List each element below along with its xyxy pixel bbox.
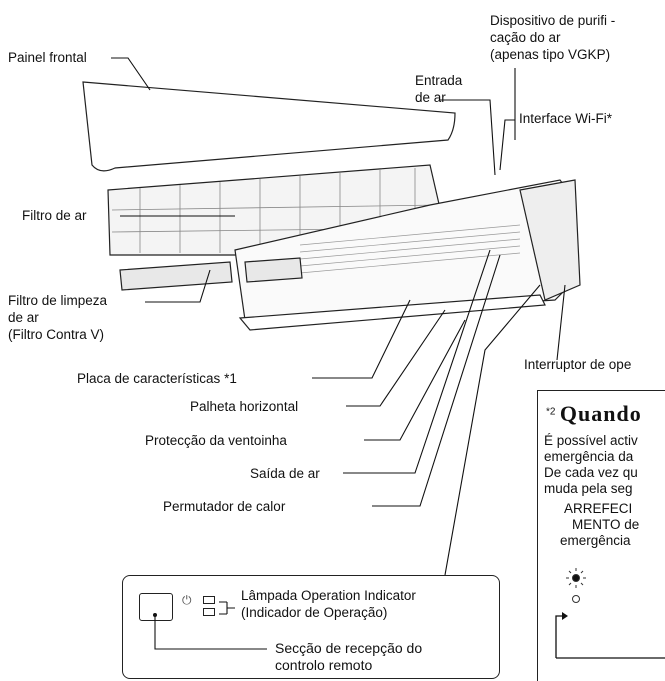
horizontal-vane-shape <box>238 294 546 331</box>
label-interruptor: Interruptor de ope <box>524 357 632 372</box>
note-line-3: De cada vez qu <box>544 465 638 480</box>
label-lampada-1: Lâmpada Operation Indicator <box>241 588 416 603</box>
label-filtro-limpeza-3: (Filtro Contra V) <box>8 327 105 342</box>
side-cover-shape <box>519 179 581 301</box>
label-seccao-2: controlo remoto <box>275 657 373 673</box>
note-mode-2: MENTO de <box>572 517 640 532</box>
note-line-4: muda pela seg <box>544 481 633 496</box>
label-painel-frontal: Painel frontal <box>8 50 87 65</box>
label-entrada-2: de ar <box>415 90 446 105</box>
label-permutador: Permutador de calor <box>163 499 286 514</box>
label-placa: Placa de características *1 <box>77 371 237 386</box>
clean-filter-shape <box>119 261 233 291</box>
note-line-1: É possível activ <box>544 433 638 448</box>
receiver-window <box>139 593 173 621</box>
label-filtro-limpeza-2: de ar <box>8 310 39 325</box>
clean-filter-shape-2 <box>244 257 303 283</box>
callout-lines <box>154 601 267 650</box>
label-entrada-1: Entrada <box>415 73 463 88</box>
note-line-2: emergência da <box>544 449 634 464</box>
label-filtro-ar: Filtro de ar <box>22 208 87 223</box>
note-title: Quando <box>559 401 642 426</box>
label-interface-wifi: Interface Wi-Fi* <box>519 111 613 126</box>
light-off-icon <box>572 595 580 603</box>
light-on-icon <box>566 568 586 588</box>
label-palheta: Palheta horizontal <box>190 399 299 414</box>
note-cycle-diagram <box>555 568 665 659</box>
note-superscript: *2 <box>546 406 556 418</box>
front-panel-shape <box>82 81 456 172</box>
label-proteccao: Protecção da ventoinha <box>145 433 287 448</box>
led-indicator-icon <box>203 596 215 616</box>
label-seccao-1: Secção de recepção do <box>275 640 423 656</box>
label-dispositivo-2: cação do ar <box>490 30 561 45</box>
note-mode-3: emergência <box>560 533 631 548</box>
label-dispositivo-1: Dispositivo de purifi - <box>490 13 616 28</box>
emergency-note-panel: *2 Quando É possível activ emergência da… <box>537 390 665 681</box>
note-mode-1: ARREFECI <box>564 501 633 516</box>
label-saida: Saída de ar <box>250 466 320 481</box>
label-lampada-2: (Indicador de Operação) <box>241 605 388 620</box>
label-filtro-limpeza-1: Filtro de limpeza <box>8 293 108 308</box>
arrow-icon <box>562 612 568 620</box>
label-dispositivo-3: (apenas tipo VGKP) <box>490 47 611 62</box>
indicator-callout-box: ⏻ Lâmpada Operation Indicator (Indicador… <box>122 575 500 679</box>
power-icon: ⏻ <box>182 593 192 607</box>
